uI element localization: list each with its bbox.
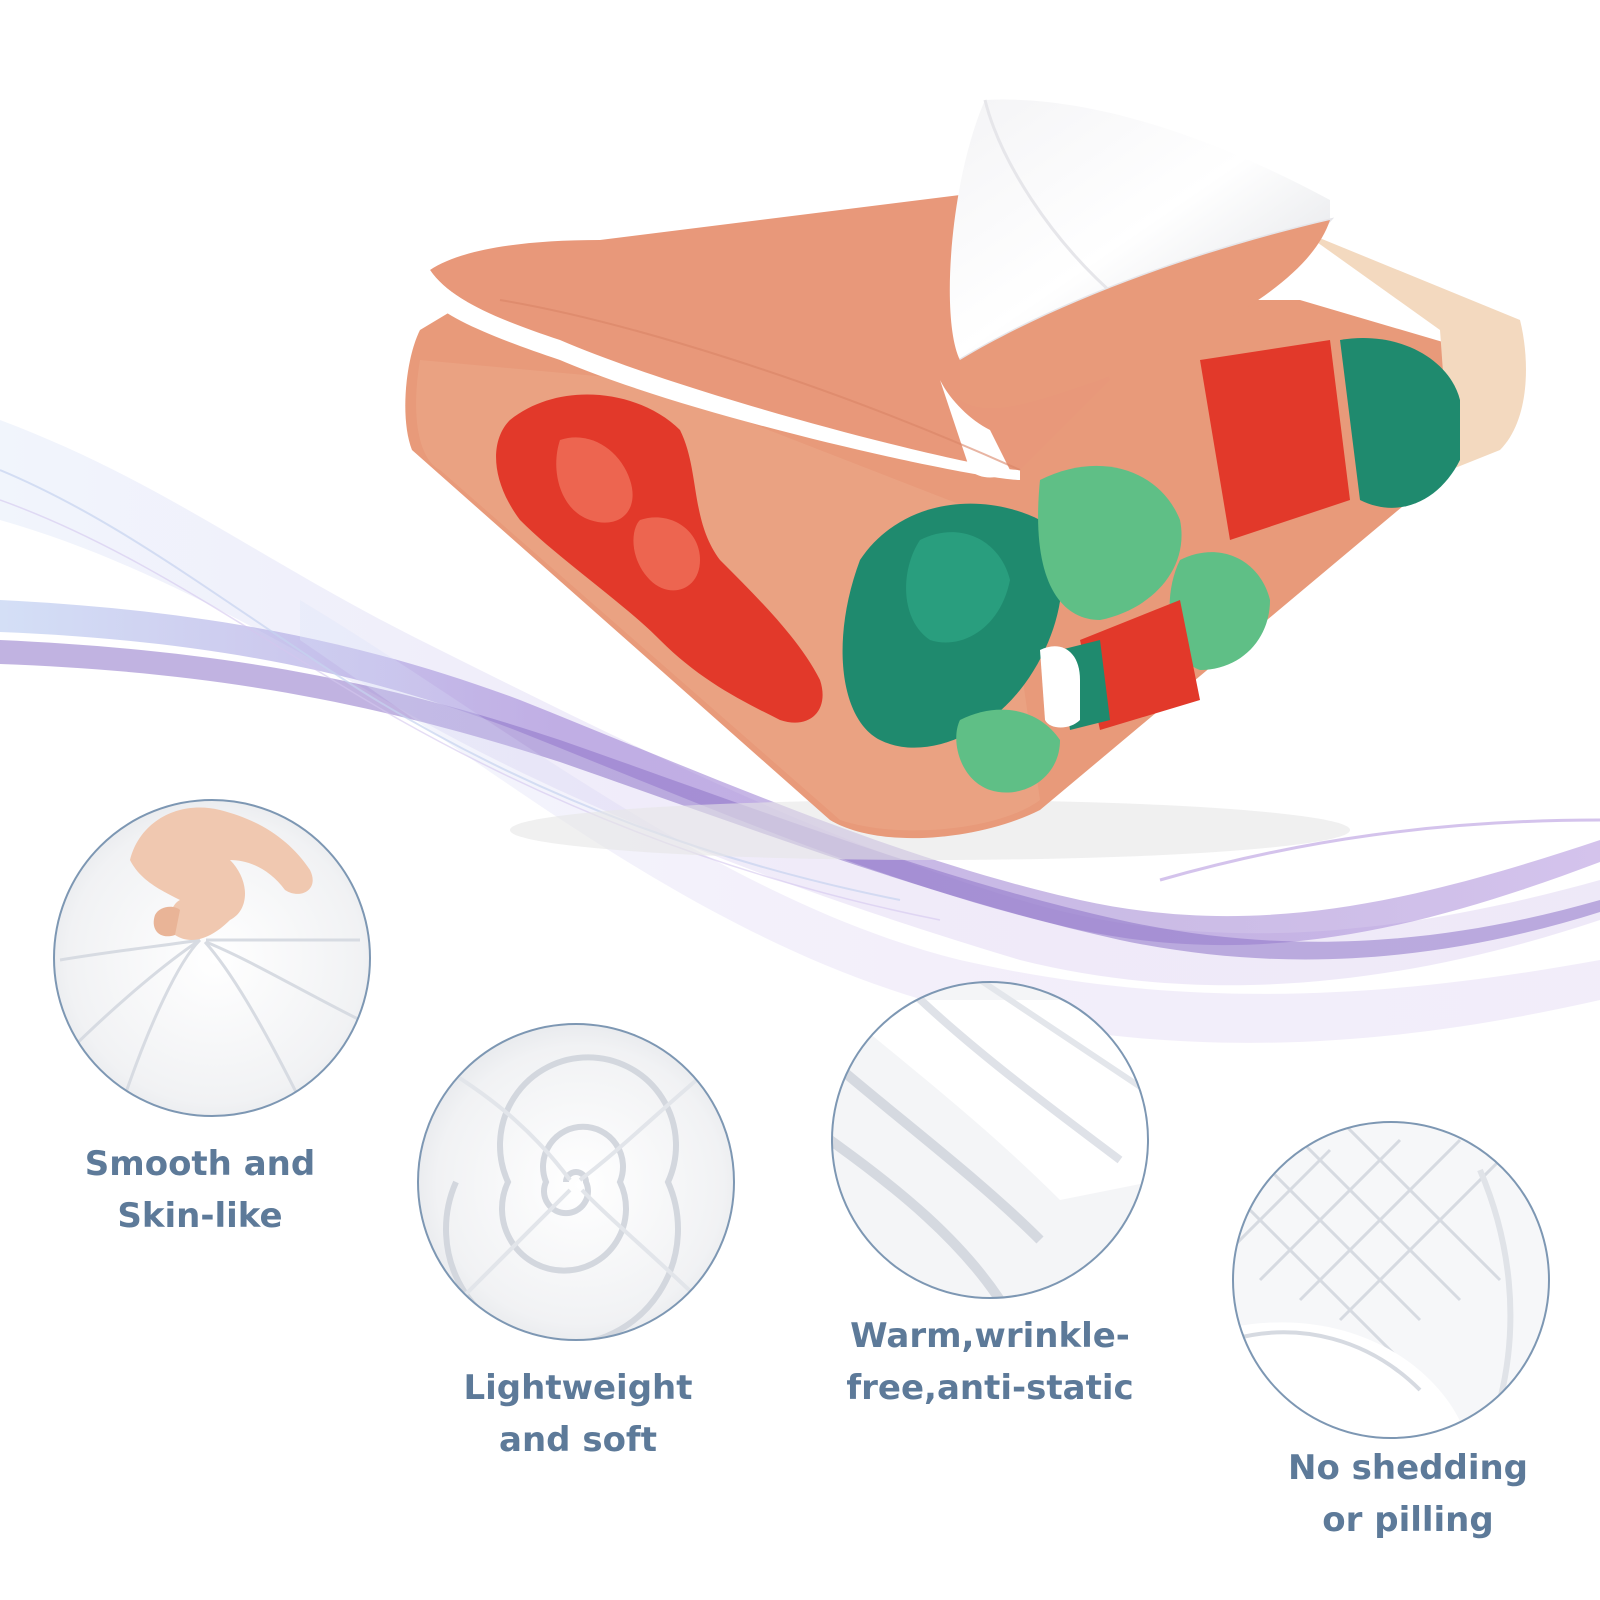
folded-blanket xyxy=(405,99,1526,860)
feature-label-lightweight: Lightweight and soft xyxy=(463,1362,692,1466)
feature-label-smooth-line1: Smooth and xyxy=(84,1144,316,1184)
pinched-fabric-hand-icon xyxy=(53,799,371,1117)
feature-label-no-shedding-line2: or pilling xyxy=(1322,1500,1494,1540)
swirled-fabric-icon xyxy=(417,1023,735,1341)
feature-label-warm-line1: Warm,wrinkle- xyxy=(850,1316,1130,1356)
feature-label-warm: Warm,wrinkle- free,anti-static xyxy=(846,1310,1133,1414)
feature-label-lightweight-line2: and soft xyxy=(499,1420,657,1460)
feature-label-no-shedding-line1: No shedding xyxy=(1287,1448,1529,1488)
quilted-fabric-icon xyxy=(1232,1121,1550,1439)
folded-fleece-layers-icon xyxy=(831,981,1149,1299)
feature-label-no-shedding: No shedding or pilling xyxy=(1288,1442,1528,1546)
feature-label-smooth-line2: Skin-like xyxy=(117,1196,283,1236)
wave-ribbons xyxy=(0,420,1600,1043)
feature-label-warm-line2: free,anti-static xyxy=(846,1368,1134,1408)
feature-label-smooth: Smooth and Skin-like xyxy=(85,1138,315,1242)
feature-label-lightweight-line1: Lightweight xyxy=(463,1368,693,1408)
